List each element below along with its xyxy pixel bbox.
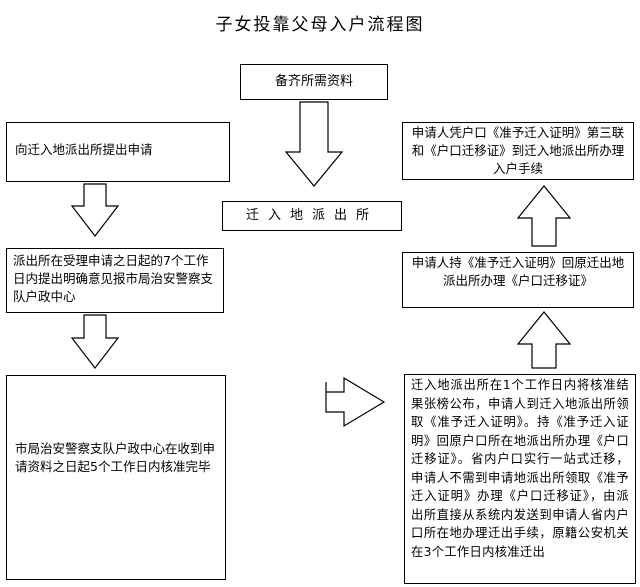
step-city-approval: 市局治安警察支队户政中心在收到申请资料之日起5个工作日内核准完毕 xyxy=(6,375,226,580)
step-destination-station: 迁入地派出所 xyxy=(222,201,402,231)
step-publicize-and-transfer: 迁入地派出所在1个工作日内将核准结果张榜公布，申请人到迁入地派出所领取《准予迁入… xyxy=(404,374,636,584)
step-return-origin-station: 申请人持《准予迁入证明》回原迁出地派出所办理《户口迁移证》 xyxy=(402,252,634,308)
arrow-down-review-to-city xyxy=(70,314,120,369)
arrow-down-apply-to-review xyxy=(70,183,120,237)
arrow-up-return-to-final xyxy=(516,185,572,247)
arrow-right-city-to-publicize xyxy=(325,376,386,428)
arrow-up-publicize-to-return xyxy=(516,311,572,369)
step-prepare-documents: 备齐所需资料 xyxy=(240,64,388,100)
step-apply-to-station: 向迁入地派出所提出申请 xyxy=(6,122,230,182)
arrow-down-prepare-to-station xyxy=(284,101,344,187)
step-station-review: 派出所在受理申请之日起的7个工作日内提出明确意见报市局治安警察支队户政中心 xyxy=(6,248,224,313)
diagram-title: 子女投靠父母入户流程图 xyxy=(215,15,425,35)
step-register-household: 申请人凭户口《准予迁入证明》第三联和《户口迁移证》到迁入地派出所办理入户手续 xyxy=(402,122,634,180)
